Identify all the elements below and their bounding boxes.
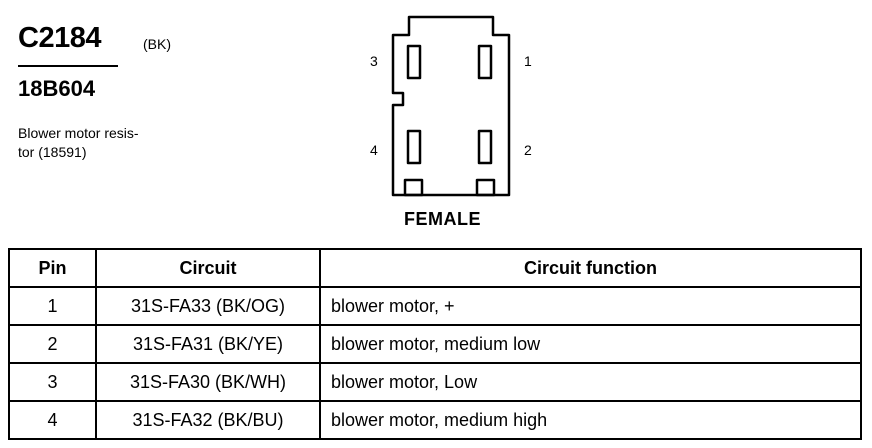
connector-id-underline [18,65,118,67]
pin-cavity-3 [406,44,422,80]
table-header-row: Pin Circuit Circuit function [8,248,862,288]
pin-table: Pin Circuit Circuit function 1 31S-FA33 … [8,248,862,440]
pin-cavity-1 [477,44,493,80]
circuit-function-cell: blower motor, Low [319,362,862,402]
pin-cell: 4 [8,400,97,440]
circuit-cell: 31S-FA32 (BK/BU) [95,400,321,440]
circuit-function-cell: blower motor, medium low [319,324,862,364]
pin-cavity-2 [477,129,493,165]
connector-housing [391,15,511,197]
connector-id: C2184 [18,22,101,54]
header-circuit: Circuit [95,248,321,288]
pin-cell: 1 [8,286,97,326]
table-row: 3 31S-FA30 (BK/WH) blower motor, Low [8,362,862,402]
connector-view-label: FEMALE [404,209,481,229]
color-code: (BK) [143,36,171,52]
pin-label-4: 4 [370,142,378,158]
pin-cell: 2 [8,324,97,364]
circuit-cell: 31S-FA33 (BK/OG) [95,286,321,326]
description-line: Blower motor resis- [18,125,139,141]
part-number: 18B604 [18,76,96,101]
pin-label-2: 2 [524,142,532,158]
description-line: tor (18591) [18,144,87,160]
locking-tab-left [403,178,424,197]
circuit-function-cell: blower motor, + [319,286,862,326]
header-pin: Pin [8,248,97,288]
circuit-function-cell: blower motor, medium high [319,400,862,440]
connector-face-diagram [391,15,511,197]
header-circuit-function: Circuit function [319,248,862,288]
table-row: 1 31S-FA33 (BK/OG) blower motor, + [8,286,862,326]
pin-label-1: 1 [524,53,532,69]
table-row: 2 31S-FA31 (BK/YE) blower motor, medium … [8,324,862,364]
pin-cell: 3 [8,362,97,402]
locking-tab-right [475,178,496,197]
pin-cavity-4 [406,129,422,165]
pin-label-3: 3 [370,53,378,69]
component-description: Blower motor resis- tor (18591) [18,124,188,162]
circuit-cell: 31S-FA30 (BK/WH) [95,362,321,402]
circuit-cell: 31S-FA31 (BK/YE) [95,324,321,364]
table-row: 4 31S-FA32 (BK/BU) blower motor, medium … [8,400,862,440]
